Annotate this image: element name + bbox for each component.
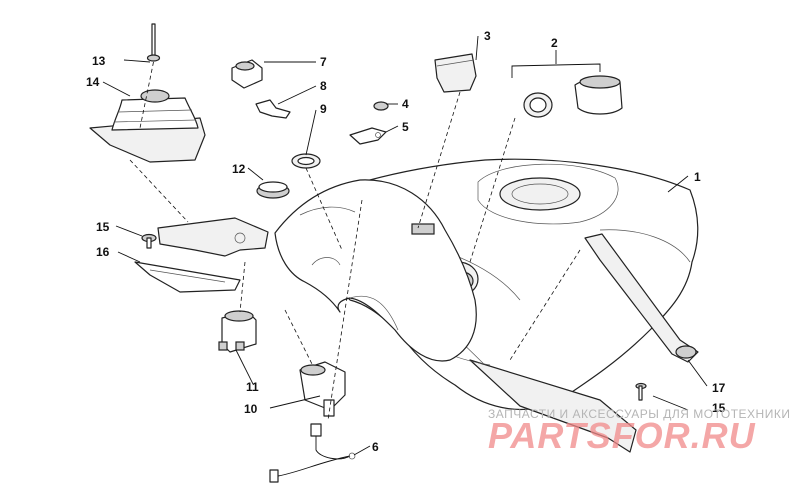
part-label-6: 6 xyxy=(372,440,379,454)
nut-part-12 xyxy=(256,181,290,199)
cover-part-3 xyxy=(434,53,477,93)
part-label-15-left: 15 xyxy=(96,220,110,234)
bracket-part-16 xyxy=(134,261,241,293)
rubber-boot-part-14 xyxy=(89,89,206,163)
leader-lines xyxy=(102,35,708,456)
part-label-15-right: 15 xyxy=(712,401,726,415)
part-label-10: 10 xyxy=(244,402,258,416)
part-label-8: 8 xyxy=(320,79,327,93)
part-label-13: 13 xyxy=(92,54,106,68)
grommet-part-4 xyxy=(373,101,389,111)
part-label-16: 16 xyxy=(96,245,110,259)
switch-part-10 xyxy=(299,361,346,417)
clip-part-5 xyxy=(349,127,387,145)
part-number-labels: 1 2 3 4 5 6 7 8 9 10 11 12 13 14 15 15 1… xyxy=(86,29,726,454)
ignition-switch-part-11 xyxy=(218,310,257,353)
part-label-4: 4 xyxy=(402,97,409,111)
part-label-7: 7 xyxy=(320,55,327,69)
screw-part-15-left xyxy=(141,233,157,249)
part-label-17: 17 xyxy=(712,381,726,395)
rivet-part-13 xyxy=(146,23,161,62)
part-label-12: 12 xyxy=(232,162,246,176)
part-label-11: 11 xyxy=(246,380,259,394)
part-label-5: 5 xyxy=(402,120,409,134)
watermark-tagline: ЗАПЧАСТИ И АКСЕССУАРЫ ДЛЯ МОТОТЕХНИКИ xyxy=(488,407,790,421)
part-label-3: 3 xyxy=(484,29,491,43)
part-label-9: 9 xyxy=(320,102,327,116)
part-label-14: 14 xyxy=(86,75,100,89)
key-part-8 xyxy=(255,99,291,119)
strap-part-17 xyxy=(584,233,699,363)
key-cap-part-7 xyxy=(231,59,263,89)
part-label-1: 1 xyxy=(694,170,701,184)
watermark-logo: PARTSFOR.RU xyxy=(488,415,756,456)
ring-part-9 xyxy=(291,153,321,169)
front-cover-panel xyxy=(274,179,477,362)
watermark: ЗАПЧАСТИ И АКСЕССУАРЫ ДЛЯ МОТОТЕХНИКИ PA… xyxy=(488,407,790,456)
wiring-part-6 xyxy=(269,423,356,483)
screw-part-15-right xyxy=(635,382,647,401)
fuel-cap-part-2 xyxy=(523,75,623,118)
part-label-2: 2 xyxy=(551,36,558,50)
mounting-plate xyxy=(157,217,269,257)
